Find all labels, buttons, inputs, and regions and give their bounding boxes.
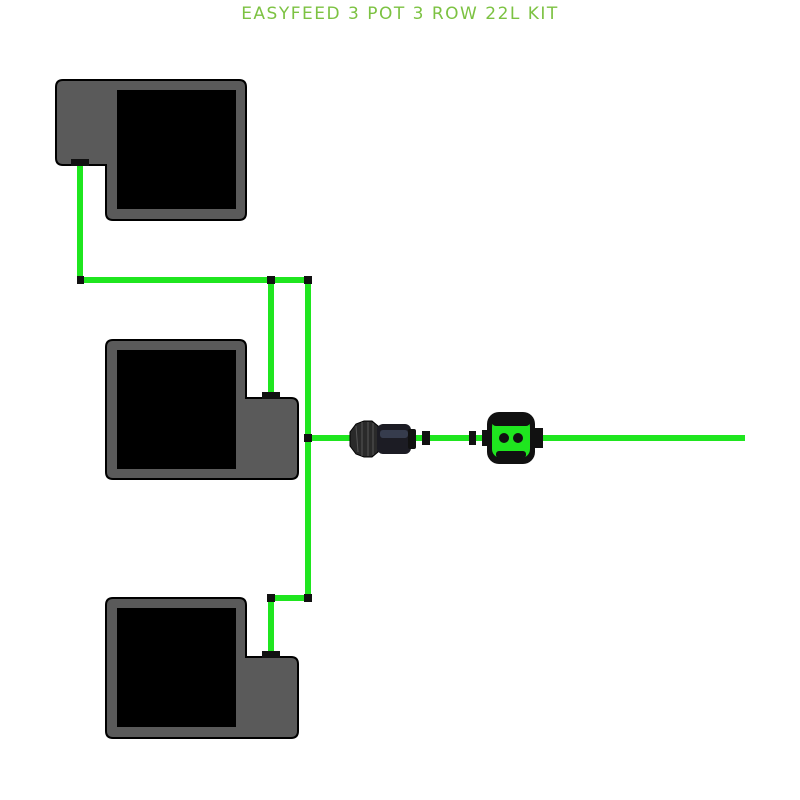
diagram-title: EASYFEED 3 POT 3 ROW 22L KIT <box>241 4 559 24</box>
valve-face-top-band <box>492 418 530 426</box>
hose-top-horizontal <box>77 277 311 283</box>
hose-filter-to-valve <box>415 435 490 441</box>
connector-top-tee-2 <box>304 276 312 284</box>
pot-1-reservoir <box>117 90 236 209</box>
pot-1-inlet-connector <box>71 159 89 166</box>
pot-2-inlet-connector <box>262 392 280 399</box>
valve-inlet-connector <box>469 431 476 445</box>
valve-side-left <box>482 430 490 446</box>
pot-2 <box>105 339 299 480</box>
connector-bottom-tee-2 <box>304 594 312 602</box>
filter-body <box>377 424 411 454</box>
hose-pot1-down <box>77 165 83 280</box>
valve-side-right <box>533 428 543 448</box>
connector-top-left-elbow <box>77 276 84 284</box>
filter-cap-ribs <box>355 422 374 456</box>
connector-main-tee <box>304 434 312 442</box>
filter-outlet-cap <box>408 429 416 449</box>
hose-supply-line <box>535 435 745 441</box>
inline-filter-icon <box>349 420 430 458</box>
hose-pot2-drop <box>268 277 274 395</box>
hose-bottom-horizontal <box>268 595 311 601</box>
valve-port-right <box>513 433 523 443</box>
pot-1 <box>55 79 247 221</box>
valve-face-bottom-band <box>496 451 526 458</box>
pot-2-reservoir <box>117 350 236 469</box>
valve-face <box>492 418 530 458</box>
filter-cap <box>349 420 379 458</box>
pot-3 <box>105 597 299 739</box>
connector-top-tee-1 <box>267 276 275 284</box>
junction-connectors <box>77 276 312 602</box>
valve-port-left <box>499 433 509 443</box>
hose-pot3-drop <box>268 595 274 655</box>
pot-3-inlet-connector <box>262 651 280 658</box>
shutoff-valve-icon <box>469 412 543 464</box>
filter-outlet-connector <box>422 431 430 445</box>
connector-bottom-tee-1 <box>267 594 275 602</box>
hose-to-filter <box>308 435 352 441</box>
filter-body-highlight <box>380 430 408 438</box>
pot-3-reservoir <box>117 608 236 727</box>
